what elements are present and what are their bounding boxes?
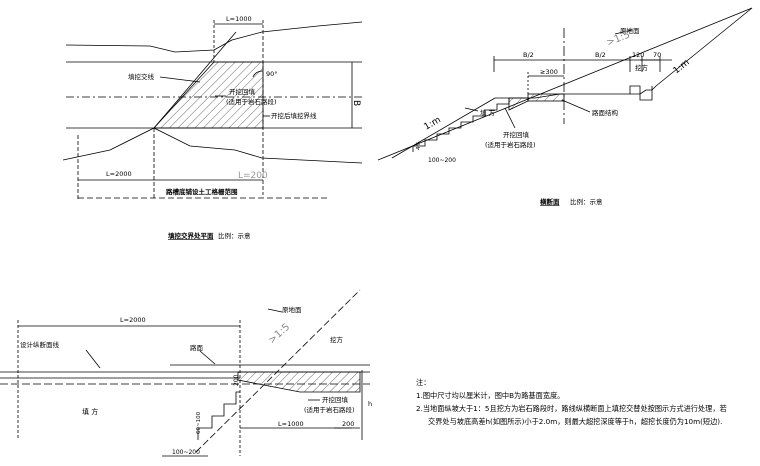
section-label-fill: 填 方 bbox=[480, 108, 496, 117]
profile-slope: >1:5 bbox=[267, 322, 293, 347]
section-slope-right: >1:5 bbox=[605, 29, 632, 48]
profile-dim-step-w: 100~200 bbox=[172, 449, 200, 456]
plan-dim-b: B bbox=[351, 100, 361, 106]
profile-dim-top: L=2000 bbox=[120, 316, 146, 324]
profile-backfill-area bbox=[237, 371, 361, 393]
section-dim-120: 120 bbox=[632, 51, 644, 59]
bench-steps bbox=[412, 98, 510, 152]
plan-label-fill-cut-line: 填挖交线 bbox=[128, 72, 155, 81]
section-label-backfill: 开挖回填 bbox=[503, 130, 530, 139]
section-dim-b2-left: B/2 bbox=[523, 51, 534, 59]
profile-dim-step-h: 60~100 bbox=[196, 411, 202, 434]
section-title: 横断面 bbox=[540, 197, 560, 206]
cross-section bbox=[377, 7, 753, 161]
note-2a: 2.当地面纵坡大于1：5且挖方为岩石路段时，路线纵横断面上填挖交替处按图示方式进… bbox=[416, 404, 727, 413]
profile-dim-200: 200 bbox=[233, 374, 240, 386]
profile-label-pavement: 路面 bbox=[190, 343, 204, 352]
section-scale: 比例：示意 bbox=[570, 197, 603, 206]
profile-dim-200-b: 200 bbox=[342, 420, 354, 428]
plan-label-boundary: 开挖后填挖界线 bbox=[271, 111, 317, 120]
profile-label-design: 设计纵断面线 bbox=[20, 340, 60, 349]
section-label-cut: 挖方 bbox=[635, 63, 649, 72]
notes-block: 注： 1.图中尺寸均以厘米计，图中B为路基面宽度。 2.当地面纵坡大于1：5且挖… bbox=[416, 376, 756, 428]
plan-title: 填挖交界处平面 bbox=[168, 231, 214, 240]
pavement-structure bbox=[527, 93, 565, 102]
road-surface bbox=[495, 85, 657, 99]
notes-heading: 注： bbox=[416, 378, 431, 387]
plan-scale: 比例：示意 bbox=[218, 231, 251, 240]
cut-slope-line bbox=[655, 7, 753, 87]
fill-slope-line bbox=[391, 97, 496, 159]
terrain-line-bottom bbox=[62, 127, 363, 164]
section-slope-1m-right: 1:m bbox=[672, 58, 692, 77]
original-ground-line bbox=[377, 7, 753, 161]
terrain-line-top bbox=[65, 21, 363, 53]
plan-label-range: 路槽底铺设土工格栅范围 bbox=[166, 187, 238, 196]
section-dim-step-w: 100~200 bbox=[428, 157, 456, 164]
profile-view bbox=[0, 289, 370, 457]
section-texts: 原地面 >1:5 1:m 1:m B/2 B/2 120 70 挖方 ≥300 … bbox=[416, 26, 692, 206]
plan-dim-left: L=2000 bbox=[106, 170, 132, 178]
profile-label-ground: 原地面 bbox=[282, 305, 302, 314]
ditch bbox=[629, 85, 653, 101]
plan-dim-right: L=200 bbox=[238, 171, 268, 181]
plan-view bbox=[62, 20, 363, 200]
profile-steps bbox=[197, 391, 240, 440]
section-label-pavement: 路面结构 bbox=[592, 108, 619, 117]
profile-ground-line bbox=[195, 289, 361, 453]
profile-label-backfill: 开挖回填 bbox=[322, 395, 349, 404]
profile-dim-bottom: L=1000 bbox=[278, 420, 304, 428]
plan-label-backfill: 开挖回填 bbox=[229, 87, 256, 96]
profile-label-cut: 挖方 bbox=[330, 335, 344, 344]
section-dim-300: ≥300 bbox=[540, 68, 558, 76]
note-2b: 交界处与坡底高差h(如图所示)小于2.0m，则最大超挖深度等于h，超挖长度仍为1… bbox=[428, 417, 723, 426]
plan-label-backfill-note: (适用于岩石路段) bbox=[226, 97, 277, 106]
profile-dim-h: h bbox=[368, 400, 372, 408]
plan-texts: L=1000 填挖交线 开挖回填 (适用于岩石路段) 90° 开挖后填挖界线 B… bbox=[106, 15, 361, 240]
profile-label-fill: 填 方 bbox=[82, 407, 98, 416]
plan-angle: 90° bbox=[266, 70, 278, 78]
fill-cut-line bbox=[153, 31, 237, 129]
note-1: 1.图中尺寸均以厘米计，图中B为路基面宽度。 bbox=[416, 391, 565, 400]
section-dim-70: 70 bbox=[653, 51, 661, 59]
section-dim-b2-right: B/2 bbox=[595, 51, 606, 59]
section-label-ground: 原地面 bbox=[620, 26, 640, 35]
section-label-backfill-note: (适用于岩石路段) bbox=[485, 140, 536, 149]
section-dim-step-h: 4% bbox=[416, 141, 422, 150]
profile-label-backfill-note: (适用于岩石路段) bbox=[304, 405, 355, 414]
plan-dim-top: L=1000 bbox=[226, 15, 252, 23]
